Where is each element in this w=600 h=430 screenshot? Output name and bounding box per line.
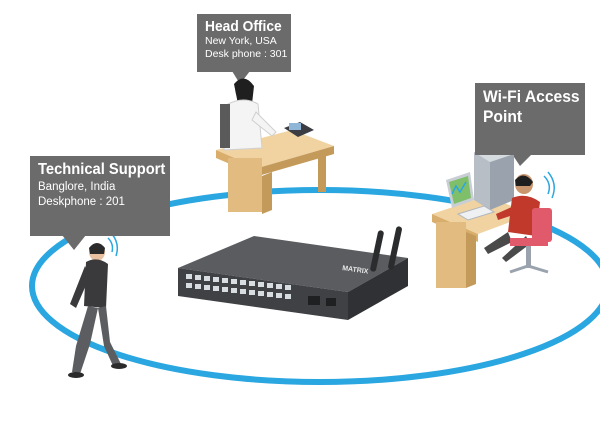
head-office-title: Head Office <box>205 18 282 35</box>
receptionist-figure <box>220 78 277 151</box>
head-office-callout: Head Office New York, USA Desk phone : 3… <box>197 14 291 72</box>
technical-support-callout: Technical Support Banglore, India Deskph… <box>30 156 170 236</box>
desk-phone-icon <box>284 122 314 137</box>
head-office-phone: Desk phone : 301 <box>205 48 288 60</box>
wifi-pointer <box>512 154 532 166</box>
head-office-desk <box>216 130 334 214</box>
wifi-workstation <box>432 146 555 288</box>
technical-support-location: Banglore, India <box>38 181 116 193</box>
wifi-title-line1: Wi-Fi Access <box>483 87 580 106</box>
technical-support-title: Technical Support <box>38 161 166 178</box>
technical-support-phone: Deskphone : 201 <box>38 196 125 208</box>
wifi-title-line2: Point <box>483 107 523 126</box>
network-appliance: MATRIX <box>178 226 408 320</box>
device-brand: MATRIX <box>342 265 369 276</box>
head-office-location: New York, USA <box>205 35 277 47</box>
technician-figure <box>68 233 127 378</box>
tech-support-pointer <box>62 235 86 250</box>
head-office-pointer <box>232 71 250 84</box>
wifi-access-point-callout: Wi-Fi Access Point <box>475 83 585 155</box>
